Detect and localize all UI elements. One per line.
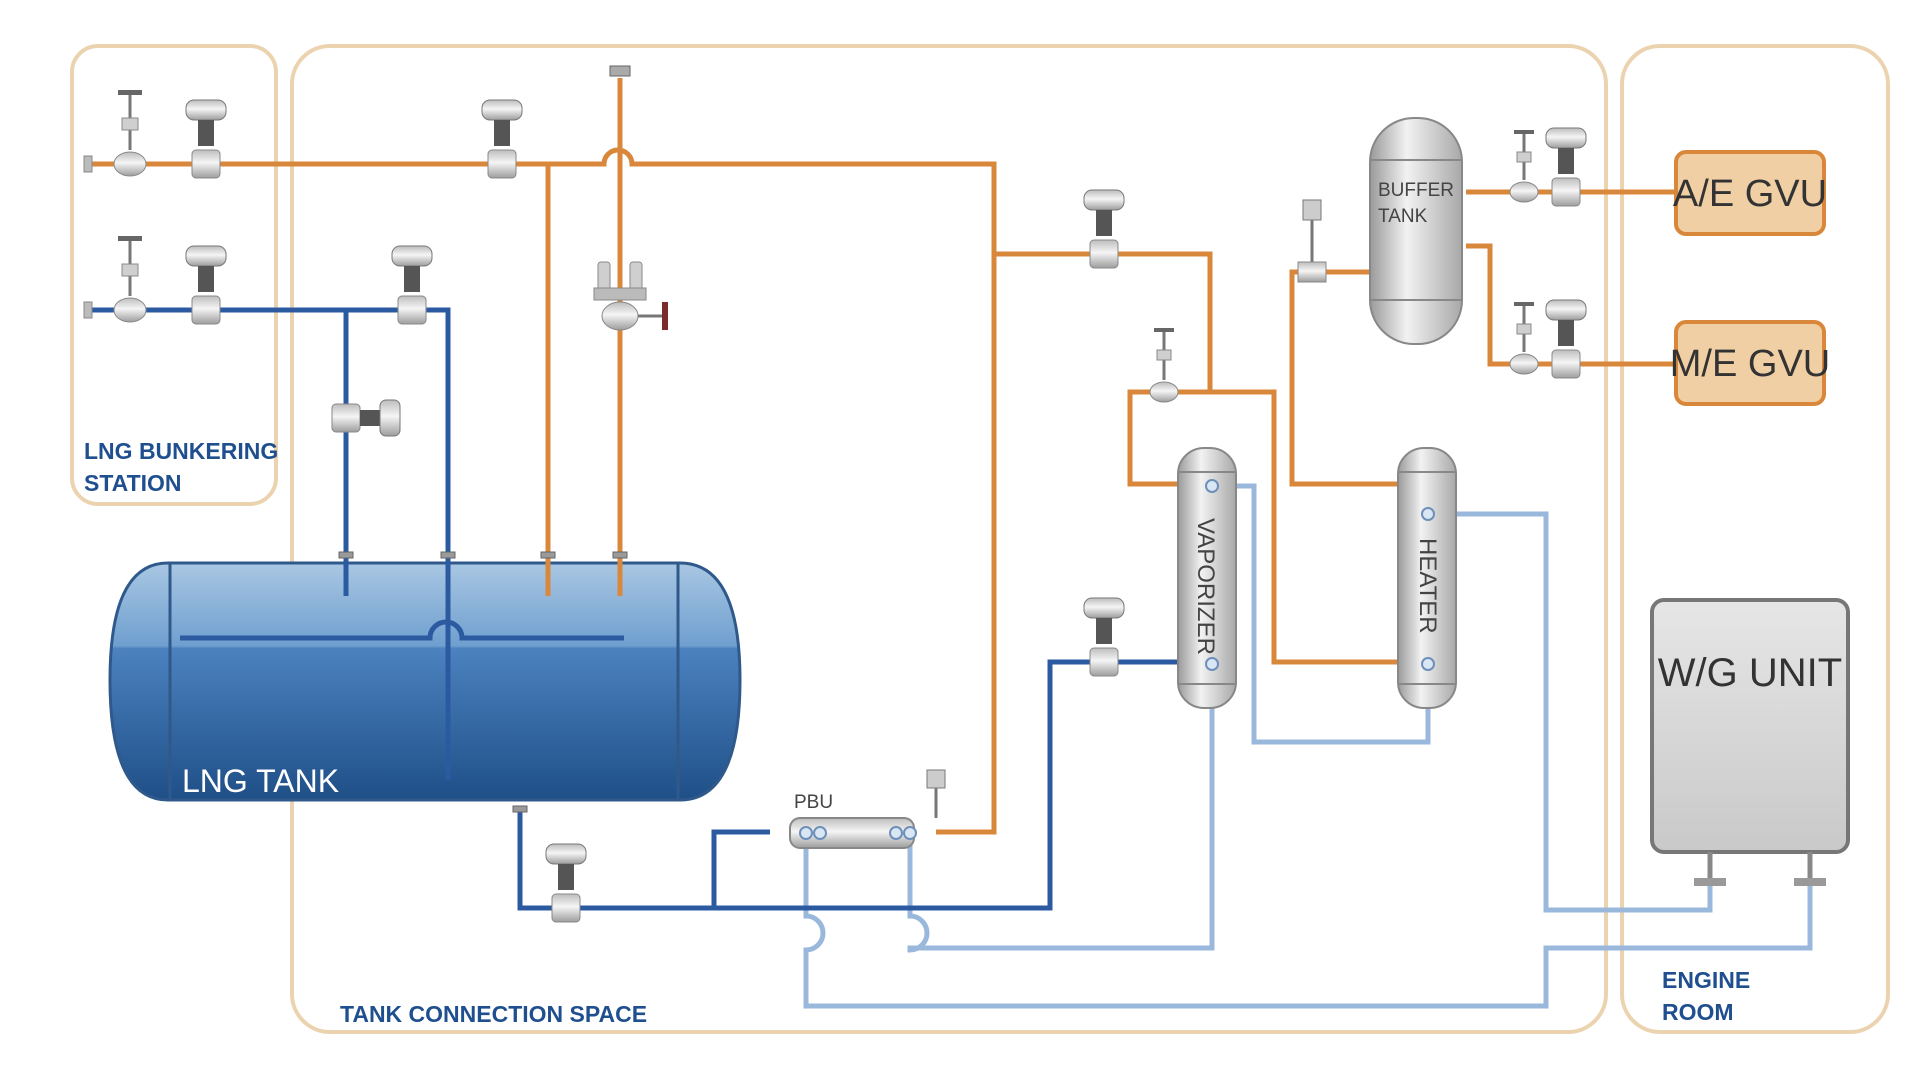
vaporizer-label: VAPORIZER (1192, 518, 1219, 655)
tank-nozzles (338, 551, 628, 813)
wg-unit: W/G UNIT (1650, 598, 1850, 886)
manual-valve-bunkering-liquid (83, 236, 147, 323)
manual-valve-ae (1509, 130, 1539, 203)
manual-valve-me (1509, 302, 1539, 375)
pbu-unit: PBU (789, 792, 917, 849)
ae-gvu: A/E GVU (1673, 150, 1827, 236)
ae-gvu-label: A/E GVU (1673, 173, 1827, 215)
manual-valve-vaporizer-inlet (1149, 328, 1179, 403)
pressure-transmitter-buffer (1297, 199, 1327, 283)
actuated-valve-7 (545, 843, 587, 923)
vent-mast-top (609, 65, 631, 77)
engine-room-label-line1: ENGINE (1662, 967, 1750, 993)
actuated-valve-2 (185, 245, 227, 325)
heater: HEATER (1397, 447, 1457, 709)
temperature-transmitter-pbu (926, 769, 946, 818)
gas-lines (86, 78, 1676, 835)
vaporizer: VAPORIZER (1177, 447, 1237, 709)
lng-tank: LNG TANK (108, 561, 742, 802)
engine-room-zone (1620, 44, 1890, 1034)
bunkering-station-zone (70, 44, 278, 506)
me-gvu: M/E GVU (1670, 320, 1830, 406)
actuated-valve-8 (1545, 127, 1587, 207)
tank-connection-space-label: TANK CONNECTION SPACE (340, 1001, 647, 1027)
safety-relief-valve (593, 261, 668, 331)
manual-valve-bunkering-gas (83, 90, 147, 177)
heater-label: HEATER (1414, 538, 1441, 634)
me-gvu-label: M/E GVU (1670, 343, 1830, 385)
bunkering-station-label-line2: STATION (84, 470, 182, 496)
bunkering-station-label-line1: LNG BUNKERING (84, 438, 278, 464)
wg-unit-label: W/G UNIT (1658, 651, 1842, 695)
actuated-valve-5 (1083, 189, 1125, 269)
pbu-label: PBU (794, 792, 833, 813)
actuated-valve-6 (1083, 597, 1125, 677)
actuated-valve-4 (391, 245, 433, 325)
buffer-tank-label-line1: BUFFER (1378, 180, 1454, 201)
liquid-drop-valve (331, 399, 401, 437)
tank-connection-space-zone (290, 44, 1608, 1034)
lng-tank-label: LNG TANK (182, 763, 339, 799)
water-glycol-lines (803, 483, 1813, 1009)
actuated-valve-9 (1545, 299, 1587, 379)
buffer-tank-label-line2: TANK (1378, 206, 1428, 227)
actuated-valve-3 (481, 99, 523, 179)
buffer-tank: BUFFER TANK (1369, 117, 1463, 345)
actuated-valve-1 (185, 99, 227, 179)
engine-room-label-line2: ROOM (1662, 999, 1734, 1025)
